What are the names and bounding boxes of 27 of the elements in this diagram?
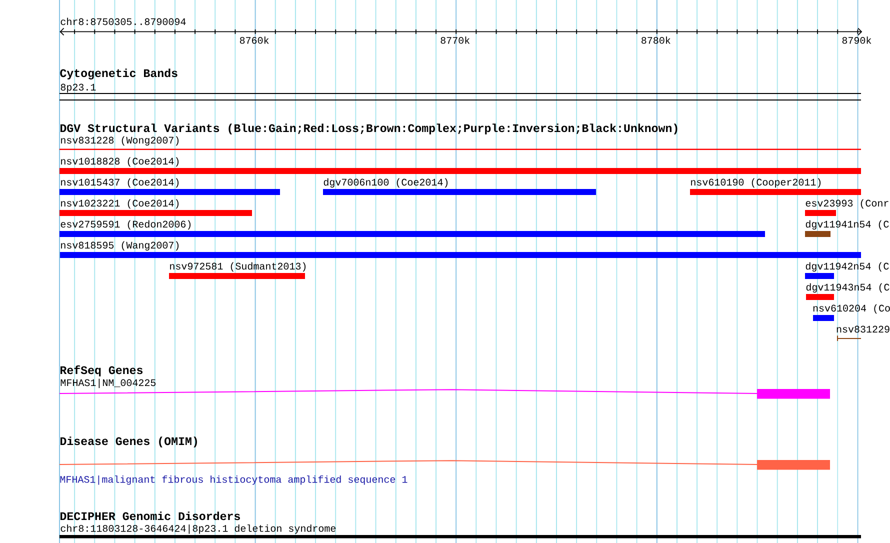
feature-label: MFHAS1|NM_004225 [60,378,156,388]
feature-label: dgv7006n100 (Coe2014) [324,178,448,188]
tick-label: 8770k [440,36,470,44]
feature-label: nsv1023221 (Coe2014) [61,199,179,209]
feature-label: nsv1018828 (Coe2014) [61,157,179,167]
track-heading: Disease Genes (OMIM) [60,436,197,448]
feature-label: nsv818595 (Wang2007) [61,241,179,251]
feature-label: dgv11941n54 (C [806,220,889,230]
tick-label: 8780k [642,36,670,44]
tick-label: 8760k [240,36,269,44]
track-heading: DECIPHER Genomic Disorders [60,512,240,520]
feature-label: dgv11943n54 (C [806,283,890,293]
feature-label: esv2759591 (Redon2006) [60,220,191,230]
feature-label: MFHAS1|malignant fibrous histiocytoma amplified sequence 1 [60,475,408,485]
feature-label: nsv610204 (Co [813,304,890,314]
feature-label: esv23993 (Conr [806,199,888,209]
track-heading: DGV Structural Variants (Blue:Gain;Red:Loss;Brown:Complex;Purple:Inversion;Black:Unknown) [60,124,678,134]
feature-label: nsv1015437 (Coe2014) [61,178,179,188]
position-label: chr8:8750305..8790094 [60,18,186,26]
feature-label: nsv610190 (Cooper2011) [691,178,821,188]
tick-label: 8790k [842,36,872,44]
feature-label: nsv831229 [836,326,890,333]
feature-label: chr8:11803128-3646424|8p23.1 deletion syndrome [60,524,336,534]
feature-label: nsv831228 (Wong2007) [61,136,179,146]
feature-label: dgv11942n54 (C [806,262,889,272]
feature-label: nsv972581 (Sudmant2013) [170,262,306,272]
feature-label: 8p23.1 [60,84,96,93]
